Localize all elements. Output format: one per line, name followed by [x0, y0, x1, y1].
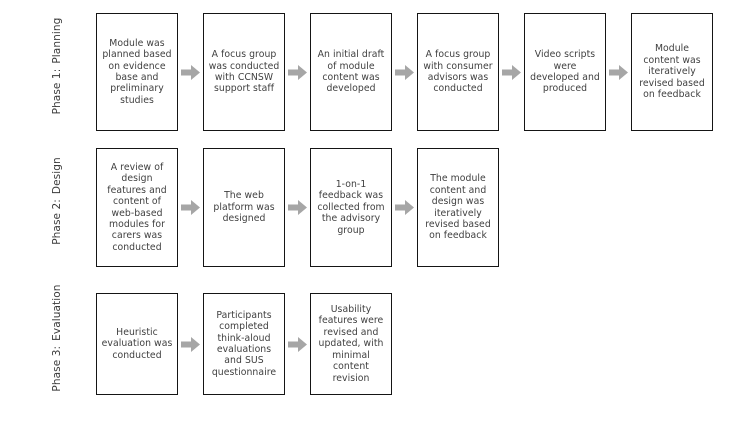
node-text: The module content and design was iterat… [425, 173, 491, 242]
arrow-right-icon [606, 13, 631, 131]
process-node[interactable]: A focus group was conducted with CCNSW s… [203, 13, 285, 131]
arrow-right-icon [499, 13, 524, 131]
process-node[interactable]: Participants completed think-aloud evalu… [203, 293, 285, 395]
node-text: A focus group was conducted with CCNSW s… [208, 49, 280, 95]
phase-label-1-line1: Phase 1: [51, 68, 63, 115]
process-node[interactable]: 1-on-1 feedback was collected from the a… [310, 148, 392, 267]
process-node[interactable]: Module was planned based on evidence bas… [96, 13, 178, 131]
arrow-right-icon [178, 13, 203, 131]
node-text: The web platform was designed [213, 190, 275, 225]
arrow-right-icon [178, 293, 203, 395]
process-node[interactable]: A review of design features and content … [96, 148, 178, 267]
phase-label-2-line2: Design [51, 157, 63, 195]
phase-label-1-line2: Planning [51, 17, 63, 64]
node-text: A review of design features and content … [107, 161, 167, 253]
process-node[interactable]: Module content was iteratively revised b… [631, 13, 713, 131]
process-node[interactable]: An initial draft of module content was d… [310, 13, 392, 131]
node-text: Module was planned based on evidence bas… [102, 37, 172, 106]
process-node[interactable]: The module content and design was iterat… [417, 148, 499, 267]
node-text: An initial draft of module content was d… [317, 49, 385, 95]
process-node[interactable]: The web platform was designed [203, 148, 285, 267]
process-node[interactable]: Video scripts were developed and produce… [524, 13, 606, 131]
phase-label-3-line2: Evaluation [51, 284, 63, 341]
phase-2-flow: A review of design features and content … [96, 148, 499, 267]
phase-label-3-line1: Phase 3: [51, 345, 63, 392]
process-node[interactable]: Usability features were revised and upda… [310, 293, 392, 395]
arrow-right-icon [392, 148, 417, 267]
node-text: Participants completed think-aloud evalu… [211, 309, 277, 378]
node-text: Video scripts were developed and produce… [530, 49, 600, 95]
node-text: 1-on-1 feedback was collected from the a… [317, 178, 385, 236]
phase-label-2-line1: Phase 2: [51, 199, 63, 245]
phase-label-3: Phase 3: Evaluation [50, 284, 64, 391]
arrow-right-icon [285, 148, 310, 267]
node-text: Module content was iteratively revised b… [639, 43, 705, 101]
arrow-right-icon [285, 13, 310, 131]
phase-label-1: Phase 1: Planning [50, 18, 64, 115]
arrow-right-icon [178, 148, 203, 267]
phase-label-2: Phase 2: Design [50, 157, 64, 245]
arrow-right-icon [392, 13, 417, 131]
arrow-right-icon [285, 293, 310, 395]
phase-1-flow: Module was planned based on evidence bas… [96, 13, 713, 131]
node-text: Heuristic evaluation was conducted [101, 326, 173, 361]
phase-3-flow: Heuristic evaluation was conducted Parti… [96, 293, 392, 395]
process-node[interactable]: A focus group with consumer advisors was… [417, 13, 499, 131]
node-text: A focus group with consumer advisors was… [423, 49, 493, 95]
process-node[interactable]: Heuristic evaluation was conducted [96, 293, 178, 395]
node-text: Usability features were revised and upda… [318, 304, 384, 384]
